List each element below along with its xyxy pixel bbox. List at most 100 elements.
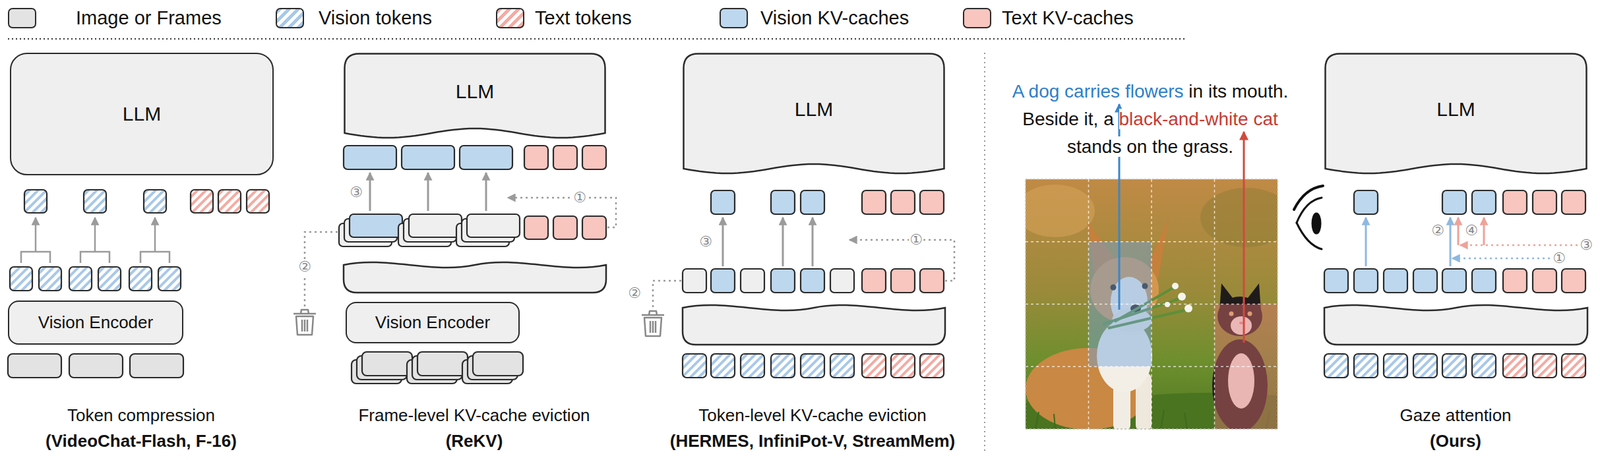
panel-separator: [984, 52, 986, 455]
gaze-arrow: [1460, 244, 1578, 247]
vision-token: [830, 354, 855, 378]
photo-illustration: [1214, 304, 1279, 368]
photo-illustration: [1015, 179, 1293, 432]
panel-caption: Frame-level KV-cache eviction: [358, 405, 590, 427]
text-kv-cache: [1532, 269, 1557, 293]
kv-stack: [338, 214, 520, 247]
photo-illustration: [1184, 304, 1193, 313]
photo-illustration: [1214, 366, 1279, 430]
text-token: [190, 189, 214, 214]
vision-kv-cache: [343, 145, 513, 170]
vision-kv-cache: [710, 269, 735, 293]
photo-illustration: [1150, 179, 1153, 430]
vision-token: [1383, 354, 1408, 378]
vision-token: [38, 267, 62, 291]
vision-token: [83, 189, 107, 214]
vision-token: [9, 267, 33, 291]
panel-caption: Gaze attention: [1399, 405, 1511, 427]
vision-token: [740, 354, 765, 378]
photo-illustration: [1025, 304, 1278, 306]
attention-leader: [1243, 131, 1246, 343]
gaze-arrow: [1457, 217, 1460, 246]
encoder-box: Vision Encoder: [7, 300, 184, 345]
caption-sentence: A dog carries flowers in its mouth. Besi…: [1005, 77, 1296, 161]
merge-bracket: [21, 251, 51, 264]
text-kv-cache: [582, 216, 607, 240]
evicted-kv-cache: [740, 269, 765, 293]
text-token: [190, 189, 270, 214]
callout-number: ③: [1578, 237, 1594, 254]
trash-icon: [641, 314, 665, 317]
frame-stack: [417, 352, 468, 376]
text-kv-cache: [1503, 190, 1527, 215]
flow-arrow: [485, 172, 488, 212]
llm-outline: [1325, 54, 1587, 175]
vision-kv-cache: [1442, 269, 1467, 293]
evicted-kv-cache: [830, 269, 855, 293]
text-token: [1561, 354, 1586, 378]
vision-kv-cache: [459, 145, 513, 170]
dotted-arrow: [652, 280, 682, 309]
legend-text: Vision KV-caches: [760, 7, 909, 30]
merge-bracket: [154, 217, 157, 252]
photo-illustration: [1164, 282, 1193, 313]
vision-token: [98, 267, 121, 291]
evicted-kv-cache: [682, 269, 707, 293]
encoder-box: Vision Encoder: [345, 302, 520, 344]
dotted-arrow: [849, 240, 955, 281]
llm-box: LLM: [682, 52, 946, 176]
node-label: LLM: [455, 79, 494, 104]
llm-lower-block: [1324, 305, 1588, 345]
photo-illustration: [1025, 179, 1278, 430]
vision-kv-cache: [710, 190, 825, 293]
node-label: LLM: [794, 97, 833, 122]
eye-icon: [1293, 185, 1324, 210]
text-kv-cache: [861, 190, 886, 215]
photo-illustration: [1214, 179, 1216, 430]
panel-caption: (VideoChat-Flash, F-16): [45, 431, 237, 452]
attention-leader: [1118, 104, 1121, 310]
vision-kv-cache: [1472, 269, 1496, 293]
llm-box: LLM: [1324, 52, 1588, 176]
llm-lower-block: [343, 262, 607, 293]
flow-arrow: [811, 217, 814, 267]
text-kv-cache: [891, 190, 915, 215]
merge-bracket: [140, 251, 170, 264]
gaze-arrow: [1452, 257, 1550, 260]
dotted-arrow: [304, 197, 616, 308]
text-kv-cache: [1561, 190, 1586, 215]
legend-text: Text tokens: [534, 7, 632, 30]
eye-icon: [1312, 213, 1321, 234]
vision-kv-cache: [1413, 269, 1438, 293]
kv-stack: [466, 214, 520, 238]
flow-arrow: [369, 172, 372, 212]
vision-kv-cache: [1324, 269, 1349, 293]
llm-outline: [683, 54, 945, 175]
frame: [7, 354, 62, 378]
callout-number: ③: [698, 234, 713, 250]
text-kv-cache: [1532, 190, 1557, 215]
trash-icon: [650, 321, 656, 334]
kv-stack: [349, 214, 403, 238]
sentence-text: A dog carries flowers: [1012, 81, 1184, 102]
text-kv-cache: [861, 190, 944, 293]
text-kv-cache: [582, 145, 607, 170]
callout-number: ③: [348, 184, 364, 201]
flow-arrow: [722, 217, 813, 267]
vision-kv-cache: [1324, 190, 1496, 293]
vision-kv-cache: [770, 269, 795, 293]
vision-token: [158, 267, 181, 291]
text-token: [218, 189, 241, 214]
text-kv-cache: [1503, 269, 1527, 293]
vision-token: [770, 354, 795, 378]
trash-icon: [302, 319, 308, 332]
merge-bracket: [94, 217, 97, 252]
panel-caption: (ReKV): [445, 431, 504, 452]
vision-kv-cache: [343, 145, 397, 170]
text-kv-cache: [1503, 190, 1586, 293]
photo-illustration: [1025, 241, 1278, 243]
vision-token: [800, 354, 825, 378]
text-kv-cache: [524, 216, 607, 240]
legend-swatch: [275, 7, 305, 29]
